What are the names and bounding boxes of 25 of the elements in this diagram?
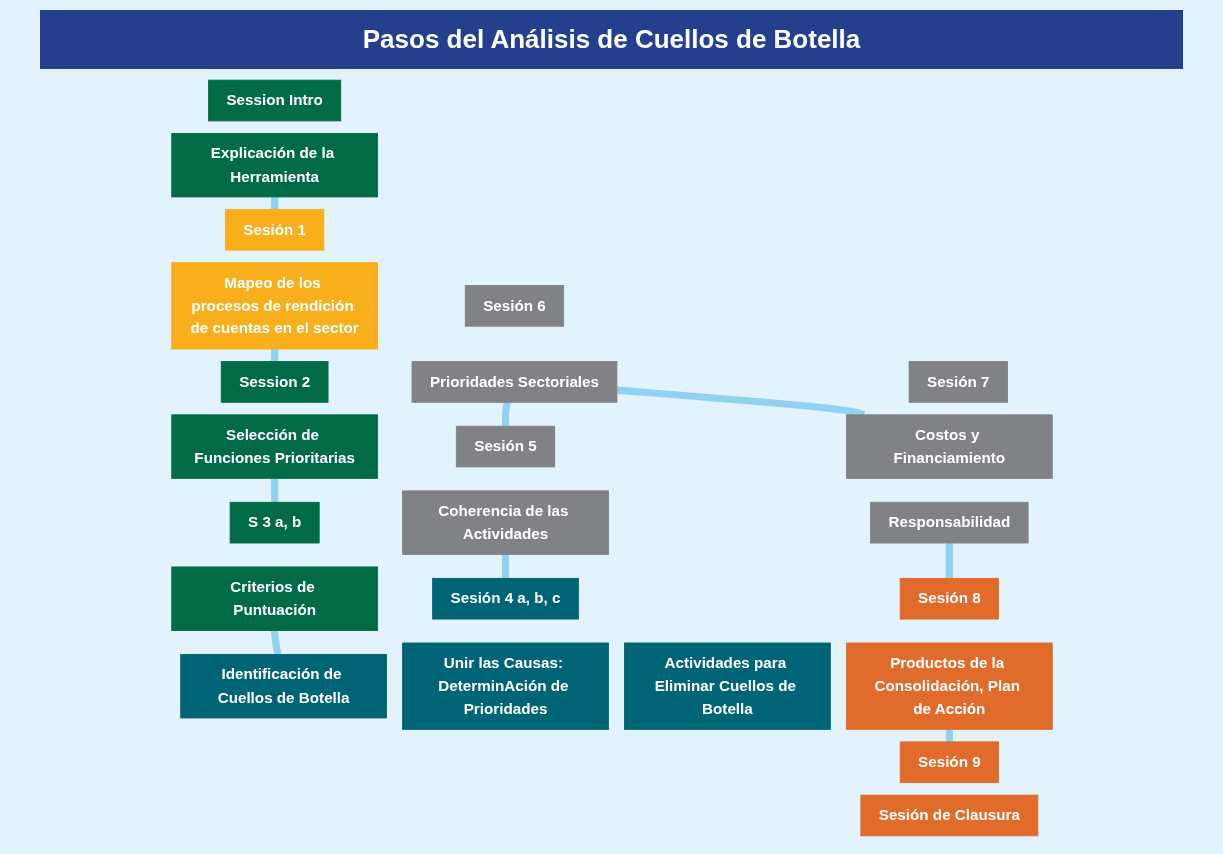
node-box: Coherencia de las Actividades [401,490,609,555]
node-box: Sesión 7 [908,361,1008,403]
node-box: Sesión 1 [224,209,324,251]
node-box: Selección de Funciones Prioritarias [170,414,378,479]
node-box: Session Intro [207,79,341,122]
node-box: Actividades para Eliminar Cuellos de Botella [623,642,831,730]
node-box: Prioridades Sectoriales [411,361,617,403]
node-box: Sesión 6 [464,285,564,327]
node-box: Costos y Financiamiento [845,414,1053,479]
node-box: Mapeo de los procesos de rendición de cuentas en el sector [170,262,378,350]
node-box: Identificación de Cuellos de Botella [179,653,387,719]
node-box: Unir las Causas: DeterminAción de Prioridades [401,642,609,730]
connector [945,542,953,579]
node-box: Sesión 5 [455,425,555,468]
node-box: Sesión 4 a, b, c [431,577,579,620]
node-box: Responsabilidad [869,501,1029,544]
node-box: Productos de la Consolidación, Plan de Acción [845,642,1053,730]
diagram-title: Pasos del Análisis de Cuellos de Botella [40,10,1183,69]
node-box: Criterios de Puntuación [170,566,378,631]
node-box: S 3 a, b [229,501,320,544]
node-box: Sesión de Clausura [859,794,1038,837]
node-box: Session 2 [220,361,328,403]
node-box: Sesión 9 [899,741,999,784]
node-box: Explicación de la Herramienta [170,132,378,198]
node-box: Sesión 8 [899,577,999,620]
